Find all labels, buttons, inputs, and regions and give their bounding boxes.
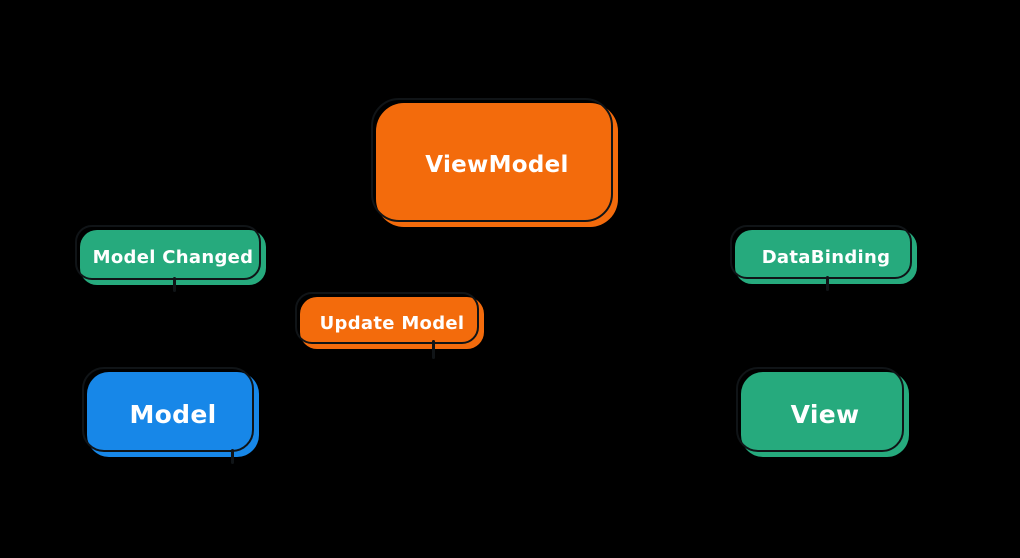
node-update-model-label: Update Model — [319, 312, 465, 334]
node-viewmodel-label: ViewModel — [425, 152, 569, 178]
node-view: View — [736, 367, 916, 464]
node-viewmodel: ViewModel — [371, 98, 625, 234]
node-update-model: Update Model — [295, 292, 491, 359]
node-view-label: View — [790, 400, 860, 429]
connector-stub — [826, 276, 829, 291]
node-model-changed: Model Changed — [75, 225, 273, 292]
node-databinding: DataBinding — [730, 225, 924, 291]
node-model-changed-label: Model Changed — [92, 247, 254, 268]
node-databinding-label: DataBinding — [761, 246, 891, 268]
connector-stub — [173, 277, 176, 292]
connector-stub — [231, 449, 235, 464]
node-model: Model — [82, 367, 266, 464]
connector-stub — [432, 340, 436, 359]
node-model-label: Model — [129, 400, 217, 429]
